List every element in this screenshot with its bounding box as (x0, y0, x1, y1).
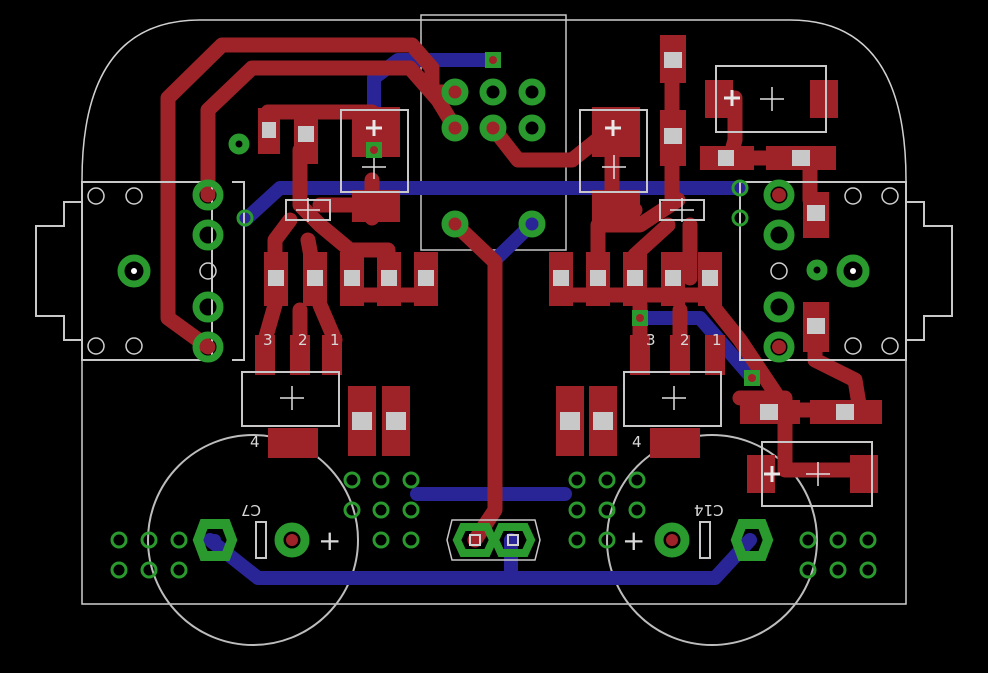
left-regulator-pin2-label: 2 (298, 331, 308, 349)
resistor-r9 (586, 252, 610, 306)
left-motor-terminal-square (192, 519, 238, 561)
resistor-r11 (661, 252, 685, 306)
header-outline (420, 14, 567, 251)
motor-terminals (192, 519, 774, 561)
right-regulator-tab-label: 4 (632, 433, 642, 451)
resistor-r19 (700, 146, 754, 170)
left-motor-plus-label: + (318, 524, 341, 557)
resistor-r6 (377, 252, 401, 306)
resistor-r1 (258, 108, 280, 154)
resistor-r22 (803, 302, 829, 352)
right-motor-outline (606, 434, 818, 646)
resistor-r15 (556, 386, 584, 456)
left-motor-terminal-round (274, 522, 310, 558)
resistor-r20 (766, 146, 836, 170)
connector-pads (117, 78, 870, 363)
resistor-r14 (382, 386, 410, 456)
left-motor-outline (147, 434, 359, 646)
resistor-r16 (589, 386, 617, 456)
resistor-r4 (303, 252, 327, 306)
crosshair-markers (280, 87, 830, 486)
polarity-marks (366, 90, 780, 482)
resistor-r21 (803, 192, 829, 238)
resistor-r8 (549, 252, 573, 306)
right-regulator-pin3-label: 3 (646, 331, 656, 349)
right-motor-terminal-square (730, 519, 774, 561)
mounting-holes (87, 187, 899, 355)
resistor-r7 (414, 252, 438, 306)
vias (110, 179, 877, 579)
smd-resistors (258, 35, 882, 456)
right-motor-plus-label: + (622, 524, 645, 557)
resistor-r2 (294, 108, 318, 164)
capacitor-c14-label: C14 (694, 501, 724, 519)
left-regulator-tab-label: 4 (250, 433, 260, 451)
capacitor-c7-label: C7 (241, 501, 261, 519)
resistor-r3 (264, 252, 288, 306)
resistor-r17 (660, 35, 686, 83)
component-pads (255, 80, 878, 493)
resistor-r10 (623, 252, 647, 306)
resistor-r5 (340, 252, 364, 306)
left-regulator-pin3-label: 3 (263, 331, 273, 349)
right-regulator-pin1-label: 1 (712, 331, 722, 349)
square-vias (366, 52, 760, 386)
resistor-r12 (698, 252, 722, 306)
resistor-r23 (740, 400, 800, 424)
board-outline (81, 19, 907, 605)
silkscreen-outlines (35, 65, 953, 507)
right-motor-terminal-round (654, 522, 690, 558)
left-regulator-pin1-label: 1 (330, 331, 340, 349)
resistor-r13 (348, 386, 376, 456)
battery-connector (446, 519, 541, 561)
right-regulator-pin2-label: 2 (680, 331, 690, 349)
resistor-r24 (810, 400, 882, 424)
resistor-r18 (660, 110, 686, 166)
